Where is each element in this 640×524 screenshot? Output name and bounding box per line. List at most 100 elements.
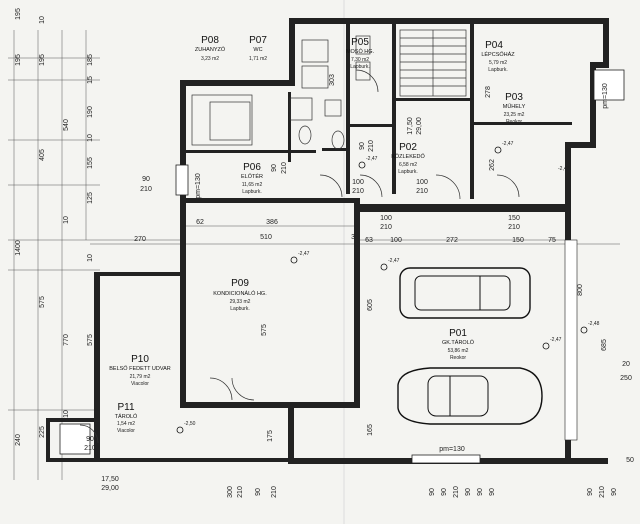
op-o22: pm=130 [602, 83, 609, 109]
op-o23: pm=130 [195, 173, 202, 199]
dim-b4: 155 [87, 157, 94, 169]
opening-labels: 90 210 90 210 100 210 100 210 100 210 15… [84, 83, 609, 492]
inner-dimension-labels: 303 278 262 605 575 165 175 800 685 250 … [261, 74, 634, 464]
dim-i9: 685 [601, 339, 608, 351]
dim-bt9: 90 [477, 488, 484, 496]
op-o17: 17,50 [101, 476, 119, 483]
dim-t4: 510 [260, 234, 272, 241]
op-o13: 90 [359, 142, 366, 150]
p06-finish: Lapburk. [242, 189, 261, 195]
dim-t3: 386 [266, 219, 278, 226]
dim-c3: 575 [87, 334, 94, 346]
op-o8: 210 [416, 188, 428, 195]
left-dimension-labels: 195 10 185 15 190 10 195 540 405 155 125… [15, 8, 94, 446]
dim-b5: 125 [87, 192, 94, 204]
dim-a6: 10 [87, 134, 94, 142]
level-l3: -2,47 [366, 156, 378, 162]
op-o1: 90 [142, 176, 150, 183]
level-l7: -2,50 [184, 421, 196, 427]
p01-name: GK.TÁROLÓ [442, 339, 475, 346]
left-dimension-chain [8, 30, 180, 480]
dim-bt3: 90 [255, 488, 262, 496]
dim-a5: 190 [87, 106, 94, 118]
p02-name: KÖZLEKEDŐ [391, 153, 425, 160]
p01-code: P01 [449, 328, 467, 339]
dim-bt12: 210 [599, 486, 606, 498]
dim-bt13: 90 [611, 488, 618, 496]
dim-t9: 150 [512, 237, 524, 244]
p02-code: P02 [399, 142, 417, 153]
dim-t7: 100 [390, 237, 402, 244]
p11-finish: Viacolor [117, 428, 135, 434]
dim-a4: 15 [87, 76, 94, 84]
op-o16: 29,00 [416, 117, 423, 135]
op-o20: 210 [84, 445, 96, 452]
p04-area: 5,79 m2 [489, 60, 507, 66]
level-l6: -2,48 [588, 321, 600, 327]
car-upper [399, 267, 531, 319]
p05-code: P05 [351, 37, 369, 48]
p01-finish: Reokor [450, 355, 466, 361]
p07-code: P07 [249, 35, 267, 46]
p06-name: ELŐTÉR [241, 173, 263, 180]
dim-a3: 185 [87, 54, 94, 66]
bottom-dimension-labels: 300 210 90 210 90 90 210 90 90 90 90 210… [227, 486, 618, 498]
dim-t2: 62 [196, 219, 204, 226]
windows [59, 69, 625, 464]
dim-bt2: 210 [237, 486, 244, 498]
dim-bt10: 90 [489, 488, 496, 496]
dim-d2: 240 [15, 434, 22, 446]
p03-area: 23,25 m2 [504, 112, 525, 118]
dim-bt1: 300 [227, 486, 234, 498]
p04-code: P04 [485, 40, 503, 51]
dim-bt6: 90 [441, 488, 448, 496]
op-o3: 90 [271, 164, 278, 172]
p09-area: 29,33 m2 [230, 299, 251, 305]
dim-t8: 272 [446, 237, 458, 244]
dim-t10: 75 [548, 237, 556, 244]
p09-finish: Lapburk. [230, 306, 249, 312]
op-o19: 90 [86, 436, 94, 443]
op-o6: 210 [352, 188, 364, 195]
op-o11: 150 [508, 215, 520, 222]
garage-cars [397, 267, 543, 425]
level-l2: -2,47 [388, 258, 400, 264]
dim-bt8: 90 [465, 488, 472, 496]
p09-name: KONDICIONÁLÓ HG. [213, 290, 267, 297]
dim-d3: 10 [63, 410, 70, 418]
p11-code: P11 [117, 402, 134, 413]
op-o14: 210 [368, 140, 375, 152]
dim-i4: 605 [367, 299, 374, 311]
dim-bt7: 210 [453, 486, 460, 498]
level-l8: -2,47 [558, 166, 570, 172]
op-o12: 210 [508, 224, 520, 231]
p11-area: 1,54 m2 [117, 421, 135, 427]
level-l5: -2,47 [550, 337, 562, 343]
dim-d4: 195 [15, 54, 22, 66]
dim-bt4: 210 [271, 486, 278, 498]
op-o21: pm=130 [439, 446, 465, 453]
dim-d1: 225 [39, 426, 46, 438]
p04-name: LÉPCSŐHÁZ [481, 51, 515, 58]
staircase [399, 29, 467, 97]
dim-i12: 50 [626, 457, 634, 464]
level-l1: -2,47 [298, 251, 310, 257]
p05-area: 7,30 m2 [351, 57, 369, 63]
level-l4: -2,47 [502, 141, 514, 147]
p10-code: P10 [131, 354, 149, 365]
dim-c1: 575 [39, 296, 46, 308]
p08-area: 3,23 m2 [201, 56, 219, 62]
dim-i5: 575 [261, 324, 268, 336]
dim-b6: 10 [63, 216, 70, 224]
p07-area: 1,71 m2 [249, 56, 267, 62]
dim-i8: 800 [577, 284, 584, 296]
dim-a2: 10 [39, 16, 46, 24]
dim-a1: 195 [15, 8, 22, 20]
dim-i2: 278 [485, 86, 492, 98]
dim-t6: 63 [365, 237, 373, 244]
p01-area: 53,86 m2 [448, 348, 469, 354]
p07-name: WC [253, 47, 262, 53]
p10-name: BELSŐ FEDETT UDVAR [109, 365, 171, 372]
door-swings [79, 69, 520, 444]
p03-name: MŰHELY [503, 103, 526, 110]
